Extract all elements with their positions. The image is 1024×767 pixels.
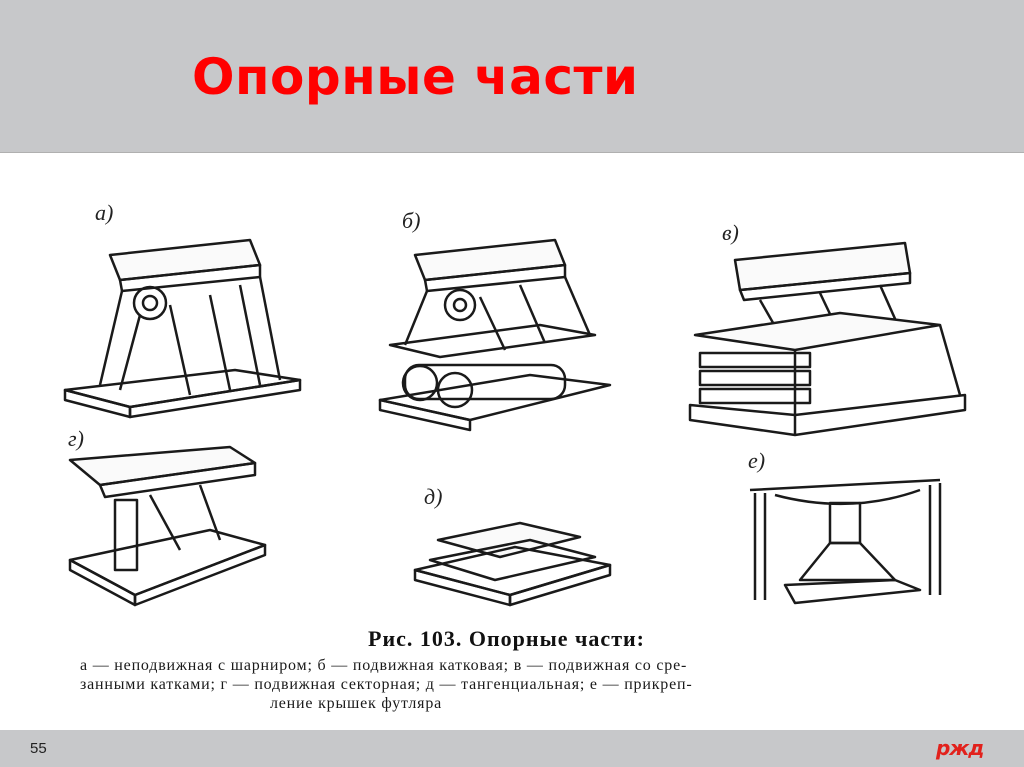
bearing-illustration bbox=[63, 238, 967, 607]
caption-line-2: занными катками; г — подвижная секторная… bbox=[80, 676, 693, 693]
logo-text: ржд bbox=[936, 736, 984, 760]
bearing-a-drawing bbox=[63, 238, 302, 419]
bearing-e-drawing bbox=[413, 521, 612, 607]
panel-label-b: б) bbox=[402, 208, 421, 233]
bearing-c-drawing bbox=[688, 241, 967, 437]
caption-line-3: ление крышек футляра bbox=[270, 695, 443, 712]
caption-line-1: а — неподвижная с шарниром; б — подвижна… bbox=[80, 657, 688, 674]
footer-band bbox=[0, 730, 1024, 767]
panel-label-c: в) bbox=[722, 220, 739, 245]
figure-caption-body: а — неподвижная с шарниром; б — подвижна… bbox=[80, 656, 956, 713]
panel-label-f: е) bbox=[748, 448, 766, 473]
bearing-d-drawing bbox=[68, 445, 267, 607]
panel-label-e: д) bbox=[424, 484, 443, 509]
panel-label-a: а) bbox=[95, 200, 114, 225]
page-number: 55 bbox=[30, 740, 47, 757]
figure-caption-title: Рис. 103. Опорные части: bbox=[368, 626, 645, 651]
panel-label-d: г) bbox=[68, 426, 84, 451]
company-logo: ржд bbox=[936, 736, 984, 760]
header-band bbox=[0, 0, 1024, 153]
bearing-b-drawing bbox=[378, 238, 612, 432]
slide-title: Опорные части bbox=[192, 48, 639, 106]
bearing-f-drawing bbox=[749, 478, 942, 605]
